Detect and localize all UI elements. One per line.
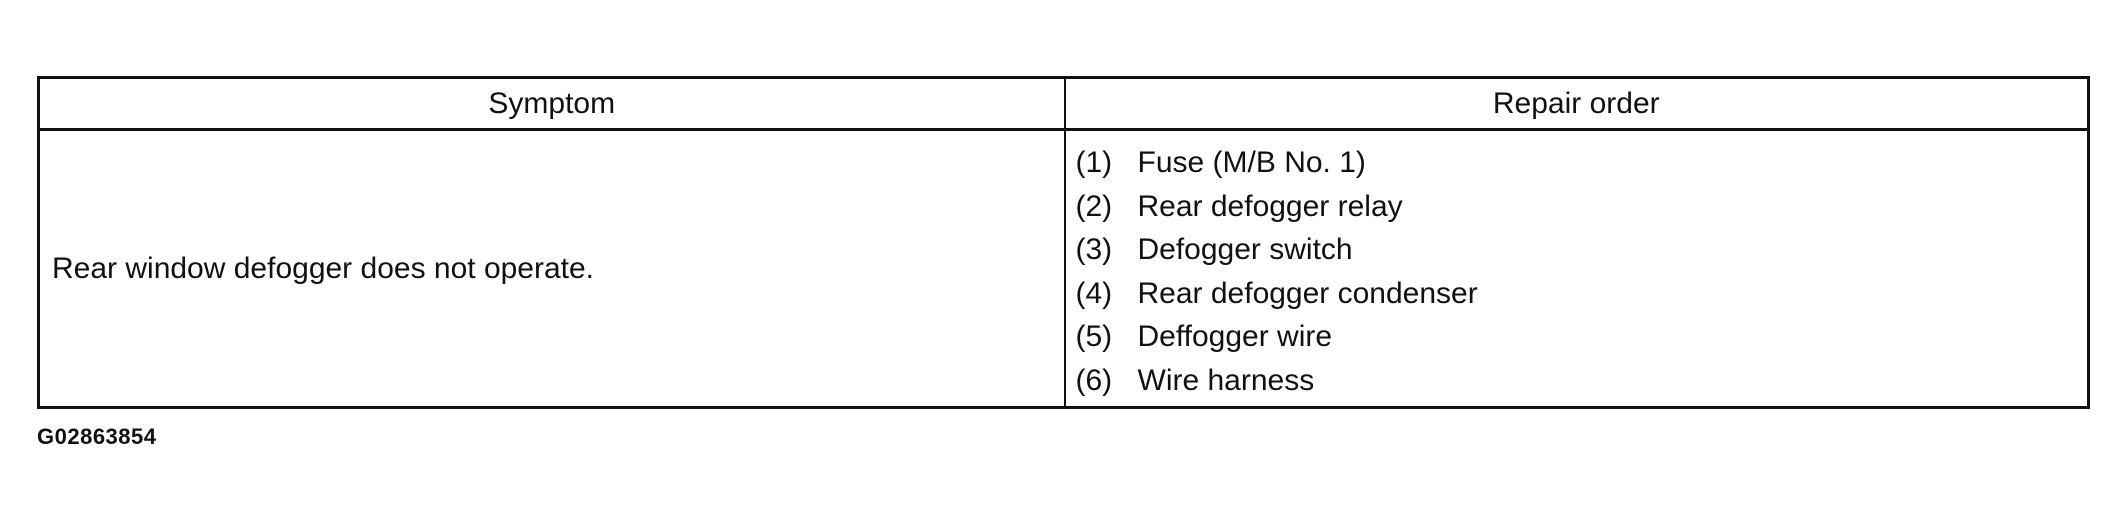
repair-step-number: (5): [1075, 320, 1113, 353]
figure-id: G02863854: [37, 424, 157, 449]
repair-steps-list: (1) Fuse (M/B No. 1) (2) Rear defogger r…: [1076, 141, 2088, 402]
repair-step-text: Wire harness: [1137, 363, 1315, 397]
repair-step-number: (4): [1075, 276, 1113, 310]
symptom-cell: Rear window defogger does not operate.: [37, 128, 1066, 409]
repair-order-column-header: Repair order: [1063, 76, 2090, 131]
repair-step-text: Rear defogger condenser: [1137, 276, 1478, 310]
repair-step-number: (2): [1075, 189, 1113, 223]
repair-step: (5) Deffogger wire: [1076, 315, 2088, 359]
repair-step-number: (1): [1075, 146, 1113, 179]
repair-step-text: Rear defogger relay: [1137, 189, 1403, 223]
repair-step: (2) Rear defogger relay: [1076, 185, 2088, 229]
repair-step: (3) Defogger switch: [1076, 228, 2088, 272]
repair-step-number: (3): [1075, 233, 1113, 266]
repair-step: (6) Wire harness: [1076, 359, 2088, 403]
repair-step: (4) Rear defogger condenser: [1076, 272, 2088, 316]
repair-step-text: Deffogger wire: [1137, 320, 1333, 353]
symptom-repair-table: Symptom Repair order Rear window defogge…: [37, 76, 2090, 409]
symptom-column-header: Symptom: [37, 76, 1066, 131]
repair-step-text: Fuse (M/B No. 1): [1137, 146, 1366, 179]
repair-order-cell: (1) Fuse (M/B No. 1) (2) Rear defogger r…: [1063, 128, 2090, 409]
repair-step-text: Defogger switch: [1137, 233, 1353, 266]
repair-step: (1) Fuse (M/B No. 1): [1076, 141, 2088, 185]
table-row: Rear window defogger does not operate. (…: [37, 128, 2090, 409]
table-header-row: Symptom Repair order: [37, 76, 2090, 131]
repair-step-number: (6): [1075, 363, 1113, 397]
